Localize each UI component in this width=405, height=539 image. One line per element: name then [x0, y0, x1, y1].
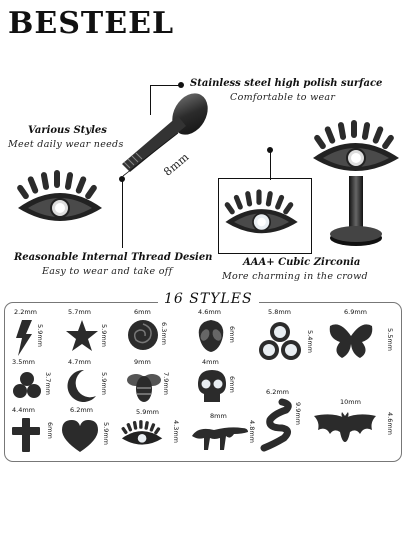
- style-height-label: 5.4mm: [306, 330, 314, 354]
- thread-title: Reasonable Internal Thread Desien: [14, 252, 213, 263]
- brand-logo: BESTEEL: [8, 6, 175, 41]
- styles-heading: 16 STYLES: [158, 291, 259, 307]
- style-width-label: 8mm: [210, 412, 227, 420]
- style-width-label: 3.5mm: [12, 358, 36, 366]
- stainless-leader-line-v: [150, 85, 151, 115]
- style-height-label: 6mm: [228, 326, 236, 343]
- style-width-label: 4.6mm: [198, 308, 222, 316]
- style-height-label: 4.6mm: [386, 412, 394, 436]
- product-eye-angle-view: [305, 118, 405, 258]
- stainless-subtitle: Comfortable to wear: [230, 92, 336, 103]
- zirconia-title: AAA+ Cubic Zirconia: [243, 257, 361, 268]
- style-width-label: 5.8mm: [268, 308, 292, 316]
- style-height-label: 4.3mm: [172, 420, 180, 444]
- style-height-label: 5.9mm: [100, 324, 108, 348]
- various-subtitle: Meet daily wear needs: [8, 139, 124, 150]
- style-height-label: 6.3mm: [160, 322, 168, 346]
- style-width-label: 10mm: [340, 398, 361, 406]
- style-width-label: 6.2mm: [70, 406, 94, 414]
- style-width-label: 4mm: [202, 358, 219, 366]
- style-height-label: 5.9mm: [102, 422, 110, 446]
- thread-subtitle: Easy to wear and take off: [42, 266, 173, 277]
- various-title: Various Styles: [28, 125, 107, 136]
- zirconia-leader-dot: [267, 147, 273, 153]
- style-height-label: 5.9mm: [100, 372, 108, 396]
- style-width-label: 6mm: [134, 308, 151, 316]
- style-width-label: 4.7mm: [68, 358, 92, 366]
- style-height-label: 4.8mm: [248, 420, 256, 444]
- thread-leader-line: [122, 180, 123, 248]
- style-width-label: 5.9mm: [136, 408, 160, 416]
- style-width-label: 9mm: [134, 358, 151, 366]
- style-height-label: 6mm: [46, 422, 54, 439]
- post-length-dimension: [118, 128, 198, 188]
- style-width-label: 2.2mm: [14, 308, 38, 316]
- style-height-label: 6mm: [228, 376, 236, 393]
- style-height-label: 5.9mm: [36, 324, 44, 348]
- zirconia-leader-line: [270, 150, 271, 180]
- zirconia-eye-closeup: [222, 186, 308, 246]
- style-height-label: 5.5mm: [386, 328, 394, 352]
- zirconia-subtitle: More charming in the crowd: [222, 271, 368, 282]
- style-height-label: 7.9mm: [162, 372, 170, 396]
- stainless-leader-line: [150, 85, 182, 86]
- style-width-label: 6.9mm: [344, 308, 368, 316]
- stainless-leader-dot: [178, 82, 184, 88]
- style-width-label: 4.4mm: [12, 406, 36, 414]
- style-width-label: 6.2mm: [266, 388, 290, 396]
- style-width-label: 5.7mm: [68, 308, 92, 316]
- zirconia-inset-frame: [218, 178, 312, 254]
- thread-leader-dot: [119, 176, 125, 182]
- style-height-label: 9.9mm: [294, 402, 302, 426]
- eye-front-view: [14, 168, 114, 234]
- product-side-view: [112, 92, 222, 182]
- style-height-label: 3.7mm: [44, 372, 52, 396]
- stainless-title: Stainless steel high polish surface: [190, 78, 383, 89]
